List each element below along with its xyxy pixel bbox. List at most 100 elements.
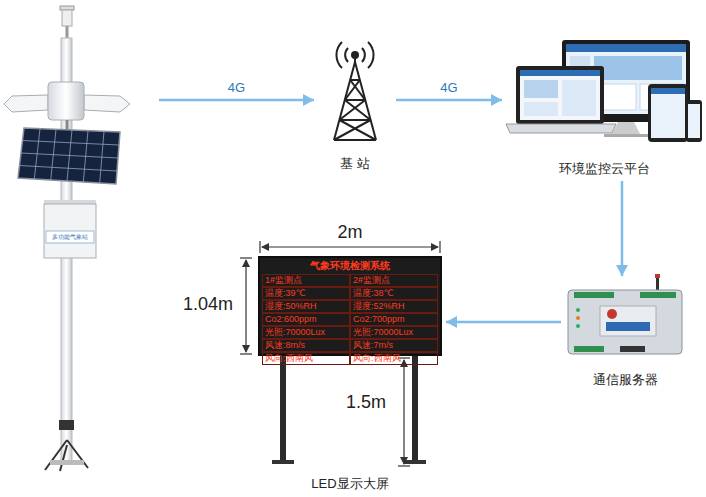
label-holder: 1.5m [344,392,388,413]
led-table-cell: 温度:39℃ [262,287,350,300]
cloud-platform-node: 环境监控云平台 [506,35,702,177]
connector-line [621,181,624,276]
arrowhead [303,94,314,106]
led-board-stand-part [404,460,426,464]
edge-label-holder: 4G [438,78,459,96]
connector-arrow [396,94,502,106]
communication-server-device [568,274,682,354]
dimension-lines-part [262,246,438,247]
dimension-lines-part [240,353,252,354]
cloud-platform-devices-part [520,70,600,76]
cloud-platform-devices-part [520,70,600,120]
cloud-platform-devices-part [594,56,682,80]
led-table-cell: 风速:8m/s [262,339,350,352]
label-holder: 2m [335,222,364,243]
led-table-cell: 光照:70000Lux [350,326,438,339]
dimension-label: 1.04m [181,294,235,314]
edge-label-holder: 4G [226,78,247,96]
weather-station-part [84,95,130,112]
weather-station-part [20,129,120,183]
base-station-tower-part [336,42,342,68]
label-holder: 1.04m [181,294,235,315]
weather-station-part [62,10,72,26]
communication-server-device-part [606,322,650,331]
node-label: 环境监控云平台 [557,161,652,177]
dimension-lines-part [439,241,440,253]
weather-station-part [60,6,74,10]
led-table-cell: 湿度:50%RH [262,300,350,313]
base-station-tower-part [339,120,376,140]
weather-station-part [44,204,96,258]
arrowhead [446,316,457,328]
communication-server-device-part [574,292,614,298]
led-table-cell: 1#监测点 [262,274,350,287]
cloud-platform-devices-part [688,104,700,138]
dimension-label: 1.5m [344,392,388,412]
node-label: 基 站 [338,156,372,172]
dimension-lines-part [259,241,260,253]
led-board-stand-part [280,356,286,462]
cloud-platform-devices-part [651,88,685,94]
weather-station-part-part [23,141,120,146]
weather-station-part [18,128,120,184]
base-station-tower-part [345,99,365,101]
server-node: 通信服务器 [565,280,685,388]
base-station-tower-part [339,119,370,121]
base-station-tower-part [345,48,348,62]
led-table-cell: 温度:38℃ [350,287,438,300]
arrowhead [616,265,628,276]
led-board-stand [272,356,426,464]
base-station-tower-part [334,139,376,141]
weather-station-node: 多功能气象站 [0,0,155,490]
led-table-cell: 湿度:52%RH [350,300,438,313]
dimension-lines-part [240,257,252,258]
led-title: 气象环境检测系统 [260,258,440,273]
led-display-node: 气象环境检测系统1#监测点2#监测点温度:39℃温度:38℃湿度:50%RH湿度… [258,256,442,356]
base-station-tower-part [345,100,371,120]
connector-arrow [446,316,561,328]
communication-server-device-part [576,324,580,328]
weather-station-part [59,420,74,430]
communication-server-device-part [655,274,660,278]
cloud-platform-devices-part [604,134,648,137]
cloud-platform-devices-part [524,80,558,98]
base-station-node: 基 站 [318,34,392,172]
communication-server-device-part [607,309,617,319]
weather-station-part-part [20,166,118,172]
node-label: 通信服务器 [591,372,660,388]
edge-label: 4G [438,80,459,95]
base-station-tower [334,42,376,140]
led-table-cell: 风速:7m/s [350,339,438,352]
weather-station-part [4,95,48,112]
base-station-tower-part [339,100,365,120]
led-table-cell: 风向:西南风 [262,352,350,365]
communication-server-device-part [656,276,659,290]
connector-arrow [616,181,628,276]
dimension-label: 2m [335,222,364,242]
base-station-tower-part [368,42,374,68]
dimension-lines-part [398,465,410,466]
cloud-platform-devices [506,40,702,142]
edge-label: 4G [226,80,247,95]
cloud-platform-devices-part [648,84,688,142]
station-tag-text: 多功能气象站 [44,231,96,243]
base-station-tower-part [362,48,365,62]
weather-station-part [50,460,84,465]
cloud-platform-devices-part [566,44,686,52]
cloud-platform-devices-part [562,80,596,116]
communication-server-device-part [574,346,604,352]
connector-line [159,99,314,102]
led-table-cell: 2#监测点 [350,274,438,287]
dimension-lines-part [403,360,404,464]
cloud-platform-devices-part [516,66,604,124]
communication-server-device-part [640,292,676,298]
caption-label: LED显示大屏 [309,476,390,491]
arrowhead [491,94,502,106]
weather-station-part-part [21,153,118,158]
led-table-cell: 光照:70000Lux [262,326,350,339]
led-board-stand-part [272,460,294,464]
led-board-stand-part [412,356,418,462]
